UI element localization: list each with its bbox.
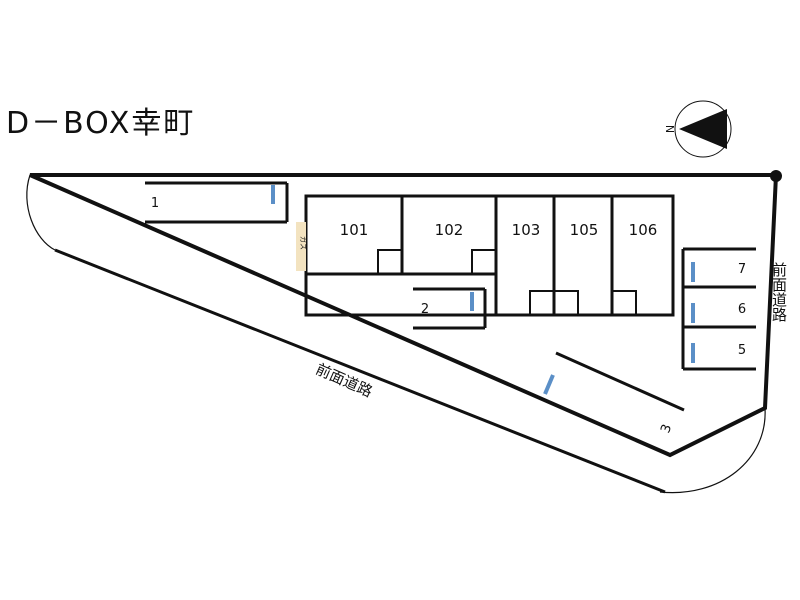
road-curve-right xyxy=(659,407,766,494)
road-curve-left xyxy=(26,174,56,251)
unit-101: 101 xyxy=(340,221,369,239)
unit-102: 102 xyxy=(435,221,464,239)
parking-label-1: 1 xyxy=(151,196,159,211)
unit-105: 105 xyxy=(570,221,599,239)
parking-space-3-line xyxy=(555,351,685,412)
unit-103: 103 xyxy=(512,221,541,239)
parking-spaces-5-7 xyxy=(681,247,756,371)
north-arrow-icon xyxy=(674,100,732,158)
page-title: D－BOX幸町 xyxy=(6,106,196,141)
parking-space-2 xyxy=(413,287,487,330)
compass-label: N xyxy=(663,125,676,133)
parking-marker-3 xyxy=(543,374,555,395)
front-road-label-right: 前面道路 xyxy=(770,262,788,322)
parking-label-2: 2 xyxy=(421,302,429,317)
unit-106: 106 xyxy=(629,221,658,239)
parking-space-1 xyxy=(145,181,289,224)
apartment-building xyxy=(304,194,675,317)
parking-label-3: 3 xyxy=(658,422,675,435)
corner-marker xyxy=(770,170,782,182)
gas-meter-label: ガス xyxy=(299,236,308,250)
parking-label-5: 5 xyxy=(738,343,746,358)
parking-label-7: 7 xyxy=(738,262,746,277)
road-line xyxy=(54,248,666,494)
gas-meter-box xyxy=(296,222,306,271)
parking-label-6: 6 xyxy=(738,302,746,317)
